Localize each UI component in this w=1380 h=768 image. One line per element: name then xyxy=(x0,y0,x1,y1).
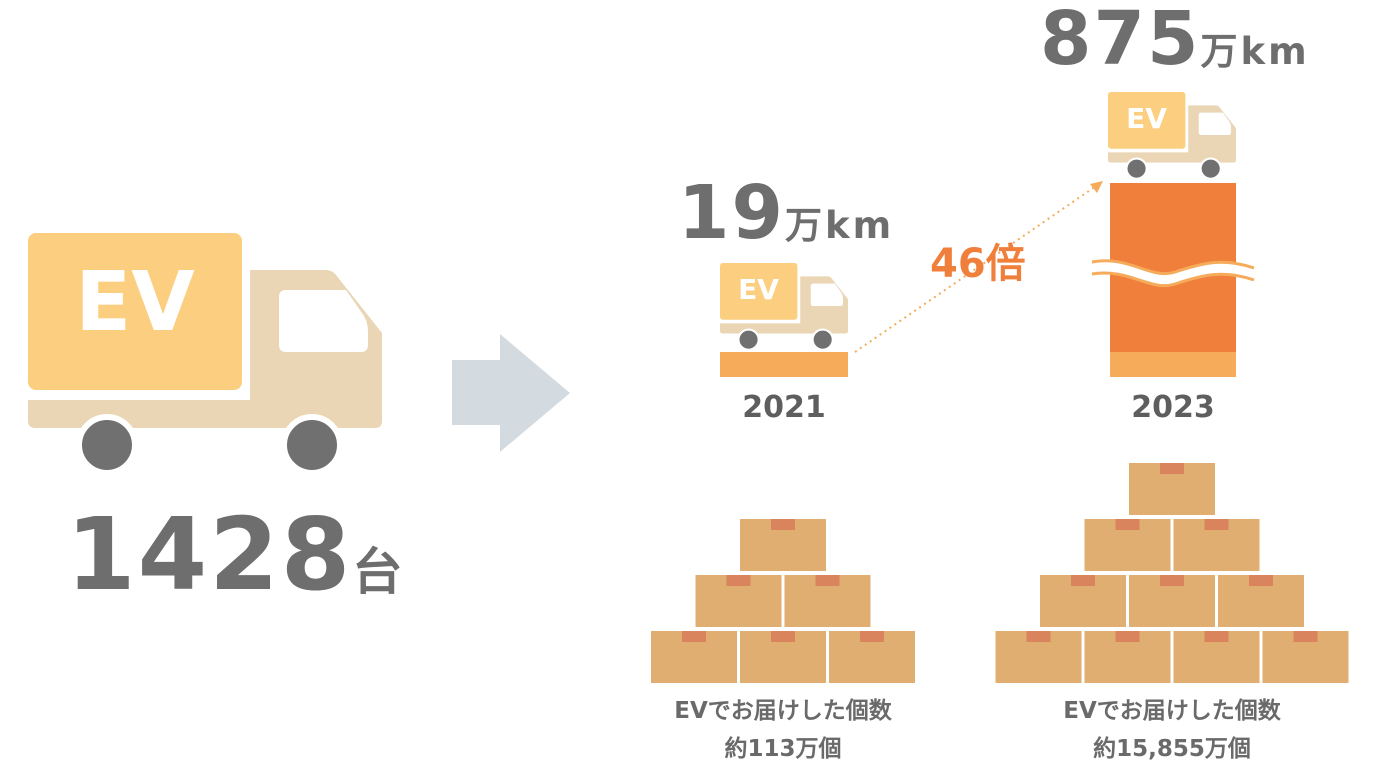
parcel-2023-box xyxy=(1129,463,1215,515)
growth-dotted-arrow xyxy=(854,181,1103,353)
parcel-2023-box xyxy=(1084,631,1171,683)
parcel-boxes xyxy=(651,463,1349,683)
bar-2023 xyxy=(1091,183,1255,377)
caption-2021-parcels: 約113万個 xyxy=(724,736,842,762)
distance-2023-value: 875 xyxy=(1040,0,1201,82)
caption-2021: EVでお届けした個数 約113万個 xyxy=(603,692,963,768)
year-2021-label: 2021 xyxy=(742,390,826,425)
growth-label: 46倍 xyxy=(930,241,1026,287)
parcel-2021-box xyxy=(784,575,871,627)
parcel-2023-box xyxy=(1129,575,1215,627)
distance-2021: 19万km xyxy=(678,176,894,250)
parcel-2021-box xyxy=(829,631,915,683)
parcel-2021-box xyxy=(740,519,826,571)
distance-2021-unit: 万km xyxy=(784,204,895,247)
distance-2023: 875万km xyxy=(1040,2,1310,76)
parcel-2021-box xyxy=(695,575,782,627)
caption-2023: EVでお届けした個数 約15,855万個 xyxy=(992,692,1352,768)
distance-2021-value: 19 xyxy=(678,170,785,256)
parcel-2023-box xyxy=(995,631,1082,683)
distance-2023-unit: 万km xyxy=(1200,30,1310,73)
parcel-2023-box xyxy=(1218,575,1304,627)
truck-count-value: 1428 xyxy=(66,496,353,613)
right-arrow-icon xyxy=(452,334,570,452)
caption-2023-title: EVでお届けした個数 xyxy=(1063,698,1281,724)
parcel-2023-box xyxy=(1084,519,1171,571)
parcel-2021-box xyxy=(651,631,737,683)
ev-label-large: EV xyxy=(75,255,195,350)
caption-2021-title: EVでお届けした個数 xyxy=(674,698,892,724)
parcel-2023-box xyxy=(1173,519,1260,571)
bar-2021 xyxy=(720,352,848,377)
truck-count-unit: 台 xyxy=(352,543,406,601)
truck-count: 1428台 xyxy=(66,505,405,605)
ev-label-2023: EV xyxy=(1126,102,1167,135)
parcel-2023-box xyxy=(1262,631,1349,683)
year-2023-label: 2023 xyxy=(1131,390,1215,425)
parcel-2023-box xyxy=(1173,631,1260,683)
parcel-2021-box xyxy=(740,631,826,683)
caption-2023-parcels: 約15,855万個 xyxy=(1093,736,1251,762)
parcel-2023-box xyxy=(1040,575,1126,627)
ev-label-2021: EV xyxy=(738,273,779,306)
